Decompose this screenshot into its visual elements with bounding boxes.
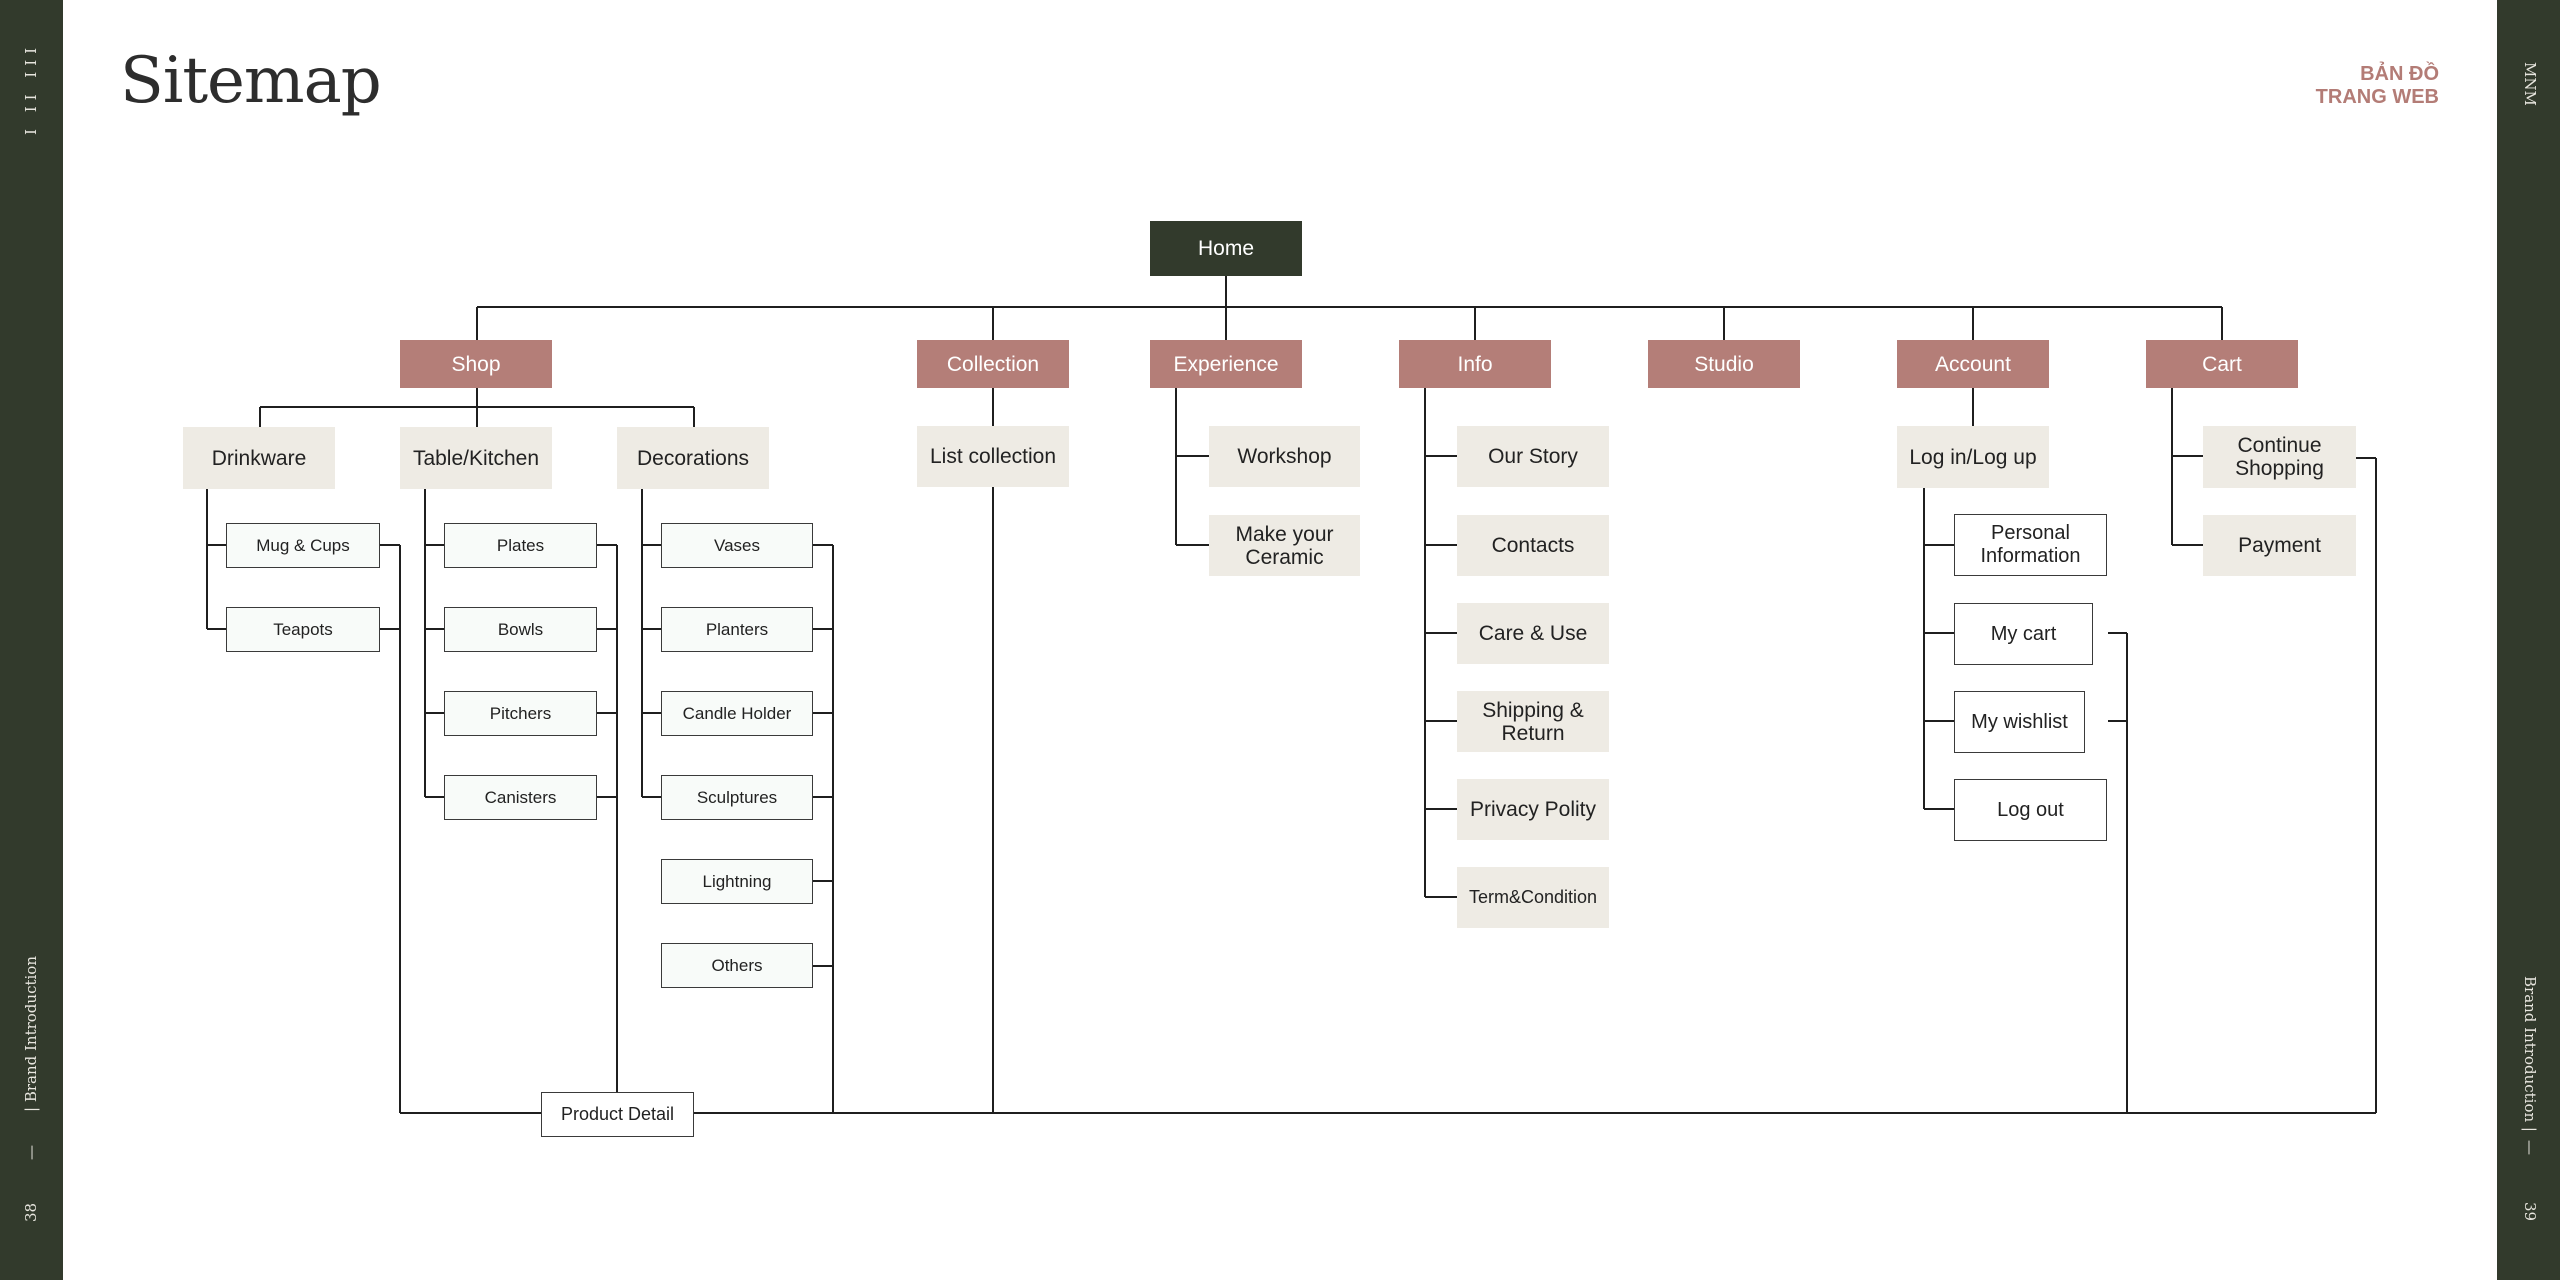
node-workshop: Workshop [1209, 426, 1360, 487]
node-personal-info: Personal Information [1954, 514, 2107, 576]
leaf-bowls: Bowls [444, 607, 597, 652]
node-account: Account [1897, 340, 2049, 388]
corner-label-line2: TRANG WEB [2315, 86, 2439, 108]
node-info: Info [1399, 340, 1551, 388]
leaf-others: Others [661, 943, 813, 988]
leaf-canisters: Canisters [444, 775, 597, 820]
leaf-plates: Plates [444, 523, 597, 568]
node-collection: Collection [917, 340, 1069, 388]
corner-label: BẢN ĐỒ TRANG WEB [2316, 63, 2439, 109]
node-cart: Cart [2146, 340, 2298, 388]
node-terms: Term&Condition [1457, 867, 1609, 928]
node-contacts: Contacts [1457, 515, 1609, 576]
node-log-out: Log out [1954, 779, 2107, 841]
node-my-wishlist: My wishlist [1954, 691, 2085, 753]
node-experience: Experience [1150, 340, 1302, 388]
leaf-candle-holder: Candle Holder [661, 691, 813, 736]
node-shipping-return: Shipping & Return [1457, 691, 1609, 752]
node-privacy: Privacy Polity [1457, 779, 1609, 840]
leaf-pitchers: Pitchers [444, 691, 597, 736]
node-my-cart: My cart [1954, 603, 2093, 665]
node-studio: Studio [1648, 340, 1800, 388]
leaf-planters: Planters [661, 607, 813, 652]
node-login: Log in/Log up [1897, 426, 2049, 488]
node-product-detail: Product Detail [541, 1092, 694, 1137]
node-home: Home [1150, 221, 1302, 276]
leaf-vases: Vases [661, 523, 813, 568]
leaf-lightning: Lightning [661, 859, 813, 904]
leaf-mug-cups: Mug & Cups [226, 523, 380, 568]
node-decorations: Decorations [617, 427, 769, 489]
leaf-sculptures: Sculptures [661, 775, 813, 820]
node-drinkware: Drinkware [183, 427, 335, 489]
right-sidebar: MNM Brand Introduction | — 39 [2497, 0, 2560, 1280]
node-list-collection: List collection [917, 426, 1069, 487]
node-continue-shopping: Continue Shopping [2203, 426, 2356, 488]
leaf-teapots: Teapots [226, 607, 380, 652]
left-sidebar: I II III | Brand Introduction — 38 [0, 0, 63, 1280]
node-table-kitchen: Table/Kitchen [400, 427, 552, 489]
corner-label-line1: BẢN ĐỒ [2360, 63, 2439, 85]
node-make-ceramic: Make your Ceramic [1209, 515, 1360, 576]
node-shop: Shop [400, 340, 552, 388]
node-payment: Payment [2203, 515, 2356, 576]
node-care-use: Care & Use [1457, 603, 1609, 664]
page-title: Sitemap [120, 44, 382, 118]
node-our-story: Our Story [1457, 426, 1609, 487]
